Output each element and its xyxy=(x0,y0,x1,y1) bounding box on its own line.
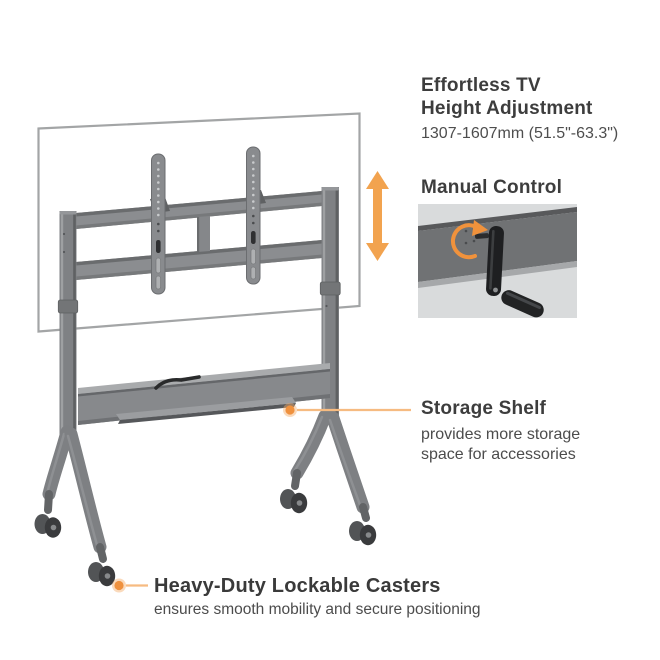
height-title-line2: Height Adjustment xyxy=(421,98,593,119)
shelf-handle xyxy=(154,375,201,390)
crossbar-center-post xyxy=(197,216,210,252)
caster-rear-right xyxy=(349,503,377,546)
stand-column-left xyxy=(57,211,79,446)
tv-screen-outline xyxy=(37,112,361,333)
storage-shelf-body-line2: space for accessories xyxy=(421,445,576,463)
callout-casters: Heavy-Duty Lockable Casters ensures smoo… xyxy=(154,574,481,619)
stand-column-right xyxy=(319,187,341,419)
callout-storage-shelf: Storage Shelf provides more storage spac… xyxy=(421,397,580,464)
storage-shelf-title: Storage Shelf xyxy=(421,398,547,419)
vesa-bracket-left xyxy=(151,153,166,295)
caster-rear-left xyxy=(88,543,116,587)
leg-front-right xyxy=(290,409,332,480)
leg-front-left xyxy=(42,425,74,501)
rotation-arrow-icon xyxy=(451,220,488,260)
casters xyxy=(34,469,377,587)
leg-rear-right xyxy=(326,411,370,514)
vesa-bracket-right xyxy=(246,146,261,285)
callout-manual-control: Manual Control xyxy=(421,176,562,199)
leg-rear-left xyxy=(64,427,107,554)
stand-legs xyxy=(42,409,370,554)
height-range-text: 1307-1607mm (51.5"-63.3") xyxy=(421,125,619,142)
caster-front-left xyxy=(34,490,62,538)
caster-front-right xyxy=(280,469,308,514)
storage-shelf-body: provides more storage space for accessor… xyxy=(421,425,580,464)
manual-control-inset-image xyxy=(418,204,577,318)
callout-height-adjustment: Effortless TV Height Adjustment 1307-160… xyxy=(421,74,618,144)
height-adjustment-arrow-icon xyxy=(366,171,389,261)
storage-shelf-body-line1: provides more storage xyxy=(421,426,581,443)
casters-subtitle: ensures smooth mobility and secure posit… xyxy=(154,601,481,618)
casters-title: Heavy-Duty Lockable Casters xyxy=(154,575,441,597)
leader-shelf xyxy=(283,403,411,417)
height-title-line1: Effortless TV xyxy=(421,75,541,96)
leader-casters xyxy=(112,578,148,593)
stand-crossbar xyxy=(76,191,322,280)
crank-handle-icon xyxy=(474,226,544,318)
storage-tray xyxy=(116,397,296,424)
manual-control-title: Manual Control xyxy=(421,177,563,198)
